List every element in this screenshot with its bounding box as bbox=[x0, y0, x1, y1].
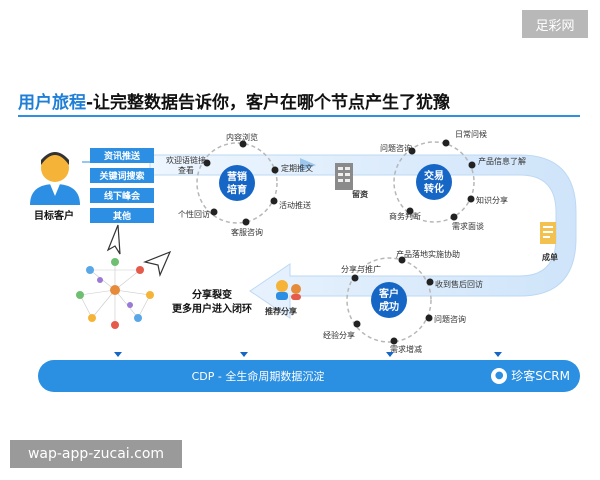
success-step-2: 收到售后回访 bbox=[435, 279, 483, 289]
brand: ● 珍客SCRM bbox=[491, 367, 570, 384]
marketing-step-4: 活动推送 bbox=[279, 200, 311, 210]
success-hub bbox=[371, 282, 407, 318]
success-loop bbox=[346, 257, 432, 343]
share-fission-text: 分享裂变 更多用户进入闭环 bbox=[157, 289, 267, 317]
trade-hub bbox=[416, 164, 452, 200]
channel-other: 其他 bbox=[90, 208, 154, 223]
title-suffix: -让完整数据告诉你，客户在哪个节点产生了犹豫 bbox=[86, 93, 451, 113]
trade-hub-line1: 交易 bbox=[424, 169, 444, 182]
trade-step-3: 产品信息了解 bbox=[478, 156, 526, 166]
step-dots bbox=[203, 139, 476, 345]
success-step-4: 需求增减 bbox=[390, 344, 422, 354]
title-prefix: 用户旅程 bbox=[18, 93, 86, 113]
success-step-5: 经验分享 bbox=[323, 330, 355, 340]
marketing-hub bbox=[219, 165, 255, 201]
marketing-loop bbox=[196, 142, 278, 224]
success-hub-line2: 成功 bbox=[379, 300, 399, 313]
target-customer-label: 目标客户 bbox=[34, 211, 74, 222]
marketing-step-3: 定期推文 bbox=[281, 163, 313, 173]
brand-name: 珍客SCRM bbox=[511, 369, 570, 383]
trade-step-2: 问题咨询 bbox=[380, 143, 412, 153]
marketing-step-2: 内容浏览 bbox=[226, 132, 258, 142]
title-divider bbox=[18, 115, 580, 117]
channel-offline-summit: 线下峰会 bbox=[90, 188, 154, 203]
referral-label: 推荐分享 bbox=[265, 306, 297, 316]
success-step-6: 分享与推广 bbox=[341, 264, 381, 274]
share-text-line1: 分享裂变 bbox=[192, 290, 232, 301]
marketing-hub-line2: 培育 bbox=[227, 183, 247, 196]
cdp-text: CDP - 全生命周期数据沉淀 bbox=[191, 370, 325, 383]
success-step-3: 问题咨询 bbox=[434, 314, 466, 324]
success-hub-line1: 客户 bbox=[378, 287, 399, 300]
order-icon bbox=[540, 222, 556, 244]
journey-path bbox=[149, 154, 577, 319]
marketing-step-5: 个性回访 bbox=[178, 209, 210, 219]
lead-icon bbox=[335, 163, 353, 190]
channel-news-push: 资讯推送 bbox=[90, 148, 154, 163]
marketing-step-1a: 欢迎语链接 bbox=[166, 155, 206, 165]
journey-path-arrow bbox=[300, 158, 316, 172]
trade-loop bbox=[393, 141, 475, 223]
marketing-step-1b: 查看 bbox=[178, 165, 194, 175]
watermark-top: 足彩网 bbox=[522, 10, 588, 38]
trade-step-1: 日常问候 bbox=[455, 130, 487, 139]
trade-step-5: 需求面谈 bbox=[452, 221, 484, 231]
lead-label: 留资 bbox=[352, 189, 368, 199]
trade-hub-line2: 转化 bbox=[424, 182, 444, 195]
success-step-1: 产品落地实施协助 bbox=[396, 249, 460, 259]
social-network-icon bbox=[76, 258, 154, 329]
referral-icon bbox=[276, 280, 301, 300]
trade-step-4: 知识分享 bbox=[476, 195, 508, 205]
marketing-step-6: 客服咨询 bbox=[231, 227, 263, 237]
page-title: 用户旅程-让完整数据告诉你，客户在哪个节点产生了犹豫 bbox=[18, 88, 450, 113]
order-label: 成单 bbox=[542, 252, 558, 262]
target-customer-icon bbox=[30, 152, 80, 205]
marketing-hub-line1: 营销 bbox=[227, 170, 247, 183]
watermark-bottom: wap-app-zucai.com bbox=[10, 440, 182, 468]
wechat-icon: ● bbox=[491, 367, 508, 384]
share-text-line2: 更多用户进入闭环 bbox=[172, 304, 252, 315]
channel-keyword-search: 关键词搜索 bbox=[90, 168, 154, 183]
paper-plane-icon bbox=[106, 224, 172, 277]
trade-step-6: 商务判断 bbox=[389, 211, 421, 221]
cdp-markers bbox=[114, 352, 502, 357]
cdp-bar: CDP - 全生命周期数据沉淀 ● 珍客SCRM bbox=[38, 360, 580, 392]
